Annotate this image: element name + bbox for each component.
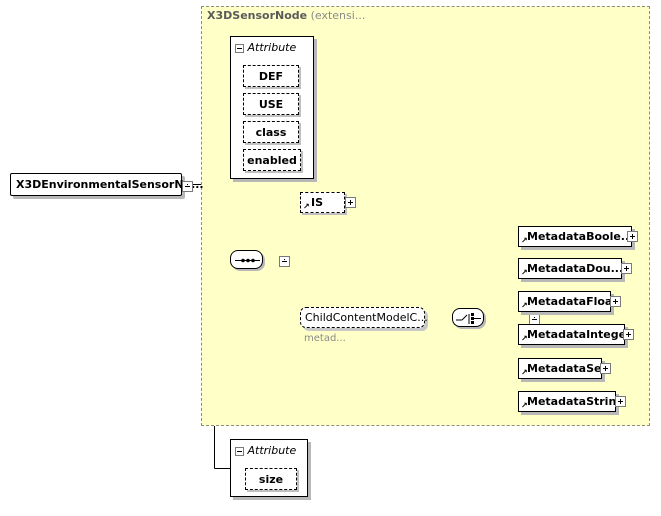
reference-arrow-icon: ↗ [521,401,528,410]
is-element-node[interactable]: ↗ IS [300,192,345,213]
attribute-group-header: Attribute [235,41,296,54]
choice-compositor-icon [456,313,481,324]
sequence-compositor[interactable] [230,250,263,269]
minus-icon[interactable] [235,446,244,456]
metadata-set-element[interactable]: ↗ MetadataSet [518,358,607,379]
element-label: MetadataFloat [527,295,618,308]
attribute-use[interactable]: USE [243,93,299,115]
element-label: MetadataInteger [527,328,632,341]
attribute-heading: Attribute [247,444,297,457]
inherited-attribute-group: Attribute DEF USE class enabled [230,36,314,179]
attribute-enabled[interactable]: enabled [243,149,301,171]
plus-icon[interactable] [615,396,626,407]
element-label: MetadataString [527,395,625,408]
own-attribute-group: Attribute size [230,439,308,497]
minus-icon[interactable] [278,255,290,267]
child-content-model-group[interactable]: ChildContentModelC... [300,307,428,328]
reference-arrow-icon: ↗ [303,202,310,211]
reference-arrow-icon: ↗ [521,268,528,277]
element-label: MetadataSet [527,362,607,375]
reference-arrow-icon: ↗ [521,334,528,343]
attribute-def[interactable]: DEF [243,65,299,87]
reference-arrow-icon: ↗ [521,301,528,310]
plus-icon[interactable] [610,296,621,307]
metadata-string-element[interactable]: ↗ MetadataString [518,391,624,412]
plus-icon[interactable] [627,231,638,242]
attribute-heading: Attribute [247,41,297,54]
group-annotation: metad... [304,333,346,344]
reference-arrow-icon: ↗ [521,368,528,377]
root-element-label: X3DEnvironmentalSensorNo... [16,178,204,191]
extension-name: X3DSensorNode [207,9,308,22]
element-label: MetadataBoole... [527,230,634,243]
element-label: MetadataDou... [527,262,624,275]
choice-compositor[interactable] [452,308,484,327]
metadata-float-element[interactable]: ↗ MetadataFloat [518,291,618,312]
plus-icon[interactable] [623,329,634,340]
minus-icon[interactable] [182,180,193,192]
plus-icon[interactable] [345,197,356,208]
attribute-class[interactable]: class [243,121,299,143]
minus-icon[interactable] [528,313,540,325]
attribute-group-header: Attribute [235,444,296,457]
root-element-node[interactable]: X3DEnvironmentalSensorNo... [10,173,204,196]
extension-title: X3DSensorNode (extensi... [207,9,365,22]
plus-icon[interactable] [621,263,632,274]
reference-arrow-icon: ↗ [521,236,528,245]
group-label: ChildContentModelC... [305,311,428,324]
metadata-integer-element[interactable]: ↗ MetadataInteger [518,324,631,345]
is-element-label: IS [311,196,324,209]
metadata-boolean-element[interactable]: ↗ MetadataBoole... [518,226,634,247]
metadata-double-element[interactable]: ↗ MetadataDou... [518,258,624,279]
sequence-compositor-icon [235,258,260,263]
attribute-size[interactable]: size [245,468,297,490]
extension-suffix: (extensi... [307,9,366,22]
minus-icon[interactable] [235,43,244,53]
plus-icon[interactable] [600,363,611,374]
